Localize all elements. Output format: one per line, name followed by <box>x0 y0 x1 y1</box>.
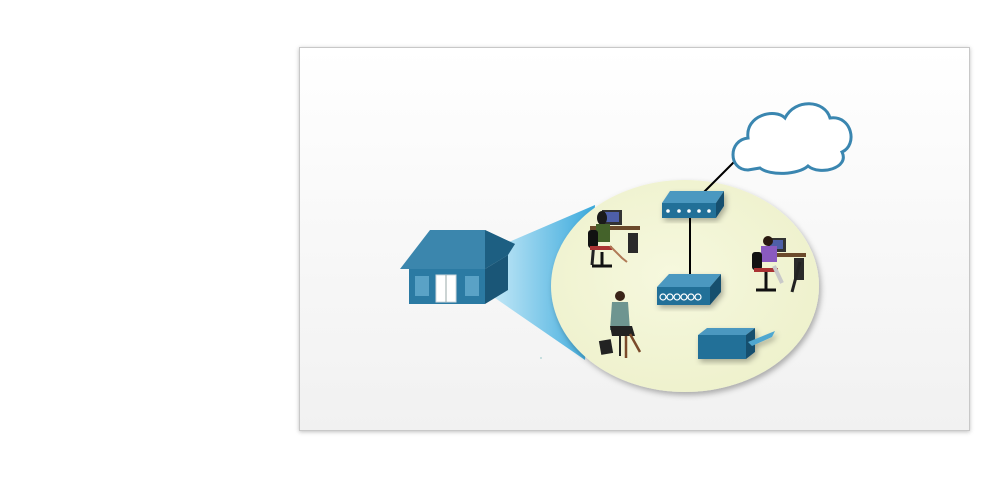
user-on-phone-icon <box>598 291 642 358</box>
user-at-desktop-icon <box>588 210 640 268</box>
user-at-desktop-icon <box>752 236 806 293</box>
cloud-icon <box>731 102 853 175</box>
stray-dot <box>540 357 542 359</box>
house-icon <box>400 230 515 304</box>
switch-icon <box>657 274 721 305</box>
printer-icon <box>698 328 775 359</box>
router-icon <box>662 191 724 218</box>
